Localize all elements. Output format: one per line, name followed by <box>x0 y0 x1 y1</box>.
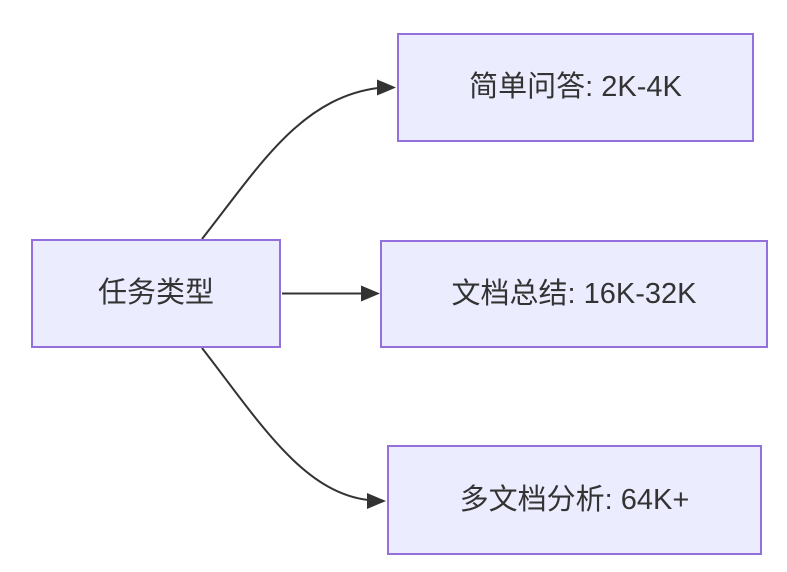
edge-root-to-simple-qa <box>201 87 379 240</box>
node-multi-doc: 多文档分析: 64K+ <box>387 445 762 555</box>
node-doc-summary: 文档总结: 16K-32K <box>380 240 768 348</box>
edge-root-to-multi-doc <box>201 347 369 501</box>
arrowhead-multi-doc <box>367 493 386 509</box>
arrowhead-doc-summary <box>361 285 380 302</box>
arrowhead-simple-qa <box>377 79 396 96</box>
node-simple-qa: 简单问答: 2K-4K <box>397 33 754 142</box>
node-doc-summary-label: 文档总结: 16K-32K <box>451 277 697 310</box>
node-task-type: 任务类型 <box>31 239 281 348</box>
node-simple-qa-label: 简单问答: 2K-4K <box>469 71 682 104</box>
node-multi-doc-label: 多文档分析: 64K+ <box>459 483 690 516</box>
node-task-type-label: 任务类型 <box>97 277 214 310</box>
